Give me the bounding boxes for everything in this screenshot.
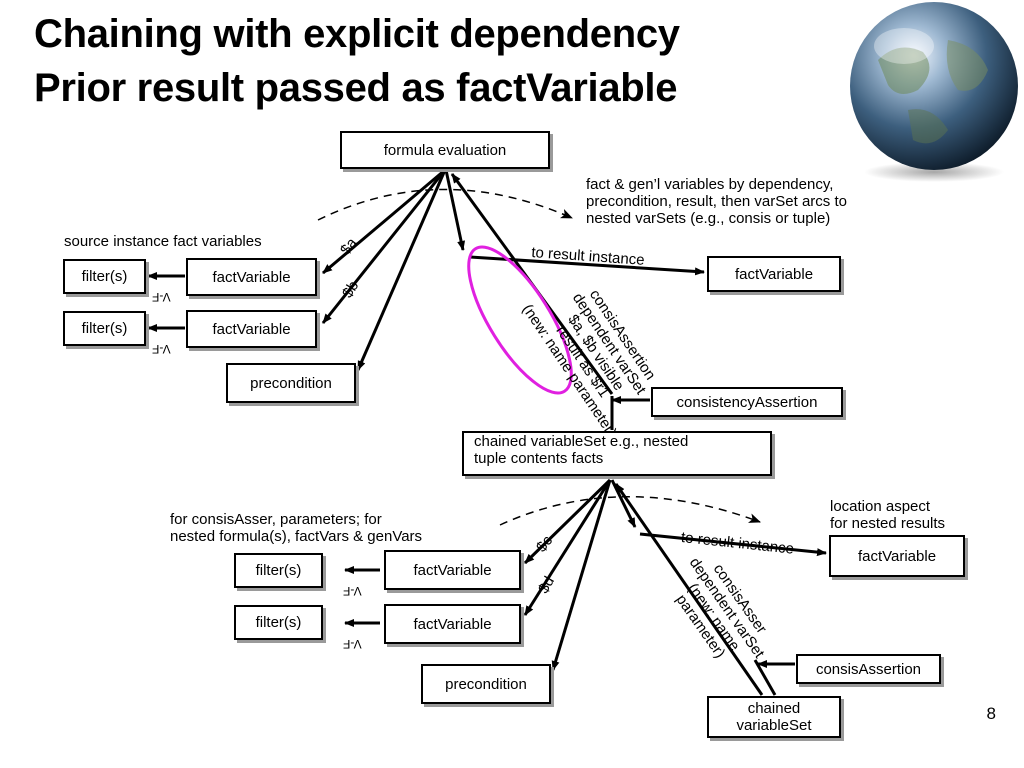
filter-box-2: filter(s) bbox=[63, 311, 146, 346]
dependency-note: fact & gen’l variables by dependency, pr… bbox=[586, 176, 847, 227]
location-aspect-note: location aspect for nested results bbox=[830, 498, 946, 532]
vf-label-4: V-F bbox=[343, 637, 362, 651]
consistency-assertion-box: consistencyAssertion bbox=[651, 387, 843, 417]
chained-variableset-box: chained variableSet e.g., nested tuple c… bbox=[462, 431, 772, 476]
page-number: 8 bbox=[986, 704, 996, 723]
filter-box-1: filter(s) bbox=[63, 259, 146, 294]
formula-evaluation-box: formula evaluation bbox=[340, 131, 550, 169]
slide-title-line1: Chaining with explicit dependency bbox=[34, 12, 680, 56]
result-factvariable-box-bottom: factVariable bbox=[829, 535, 965, 577]
factvariable-box-4: factVariable bbox=[384, 604, 521, 644]
result-factvariable-box: factVariable bbox=[707, 256, 841, 292]
globe-image bbox=[850, 2, 1018, 182]
vf-label-3: V-F bbox=[343, 584, 362, 598]
source-instance-label: source instance fact variables bbox=[64, 233, 262, 250]
precondition-box-bottom: precondition bbox=[421, 664, 551, 704]
filter-box-3: filter(s) bbox=[234, 553, 323, 588]
factvariable-box-3: factVariable bbox=[384, 550, 521, 590]
filter-box-4: filter(s) bbox=[234, 605, 323, 640]
slide-title-line2: Prior result passed as factVariable bbox=[34, 66, 678, 110]
vf-label-2: V-F bbox=[152, 342, 171, 356]
factvariable-box-2: factVariable bbox=[186, 310, 317, 348]
precondition-box: precondition bbox=[226, 363, 356, 403]
factvariable-box-1: factVariable bbox=[186, 258, 317, 296]
chained-variableset-box-bottom: chained variableSet bbox=[707, 696, 841, 738]
parameters-note: for consisAsser, parameters; for nested … bbox=[170, 511, 423, 545]
consis-assertion-box: consisAssertion bbox=[796, 654, 941, 684]
vf-label-1: V-F bbox=[152, 290, 171, 304]
